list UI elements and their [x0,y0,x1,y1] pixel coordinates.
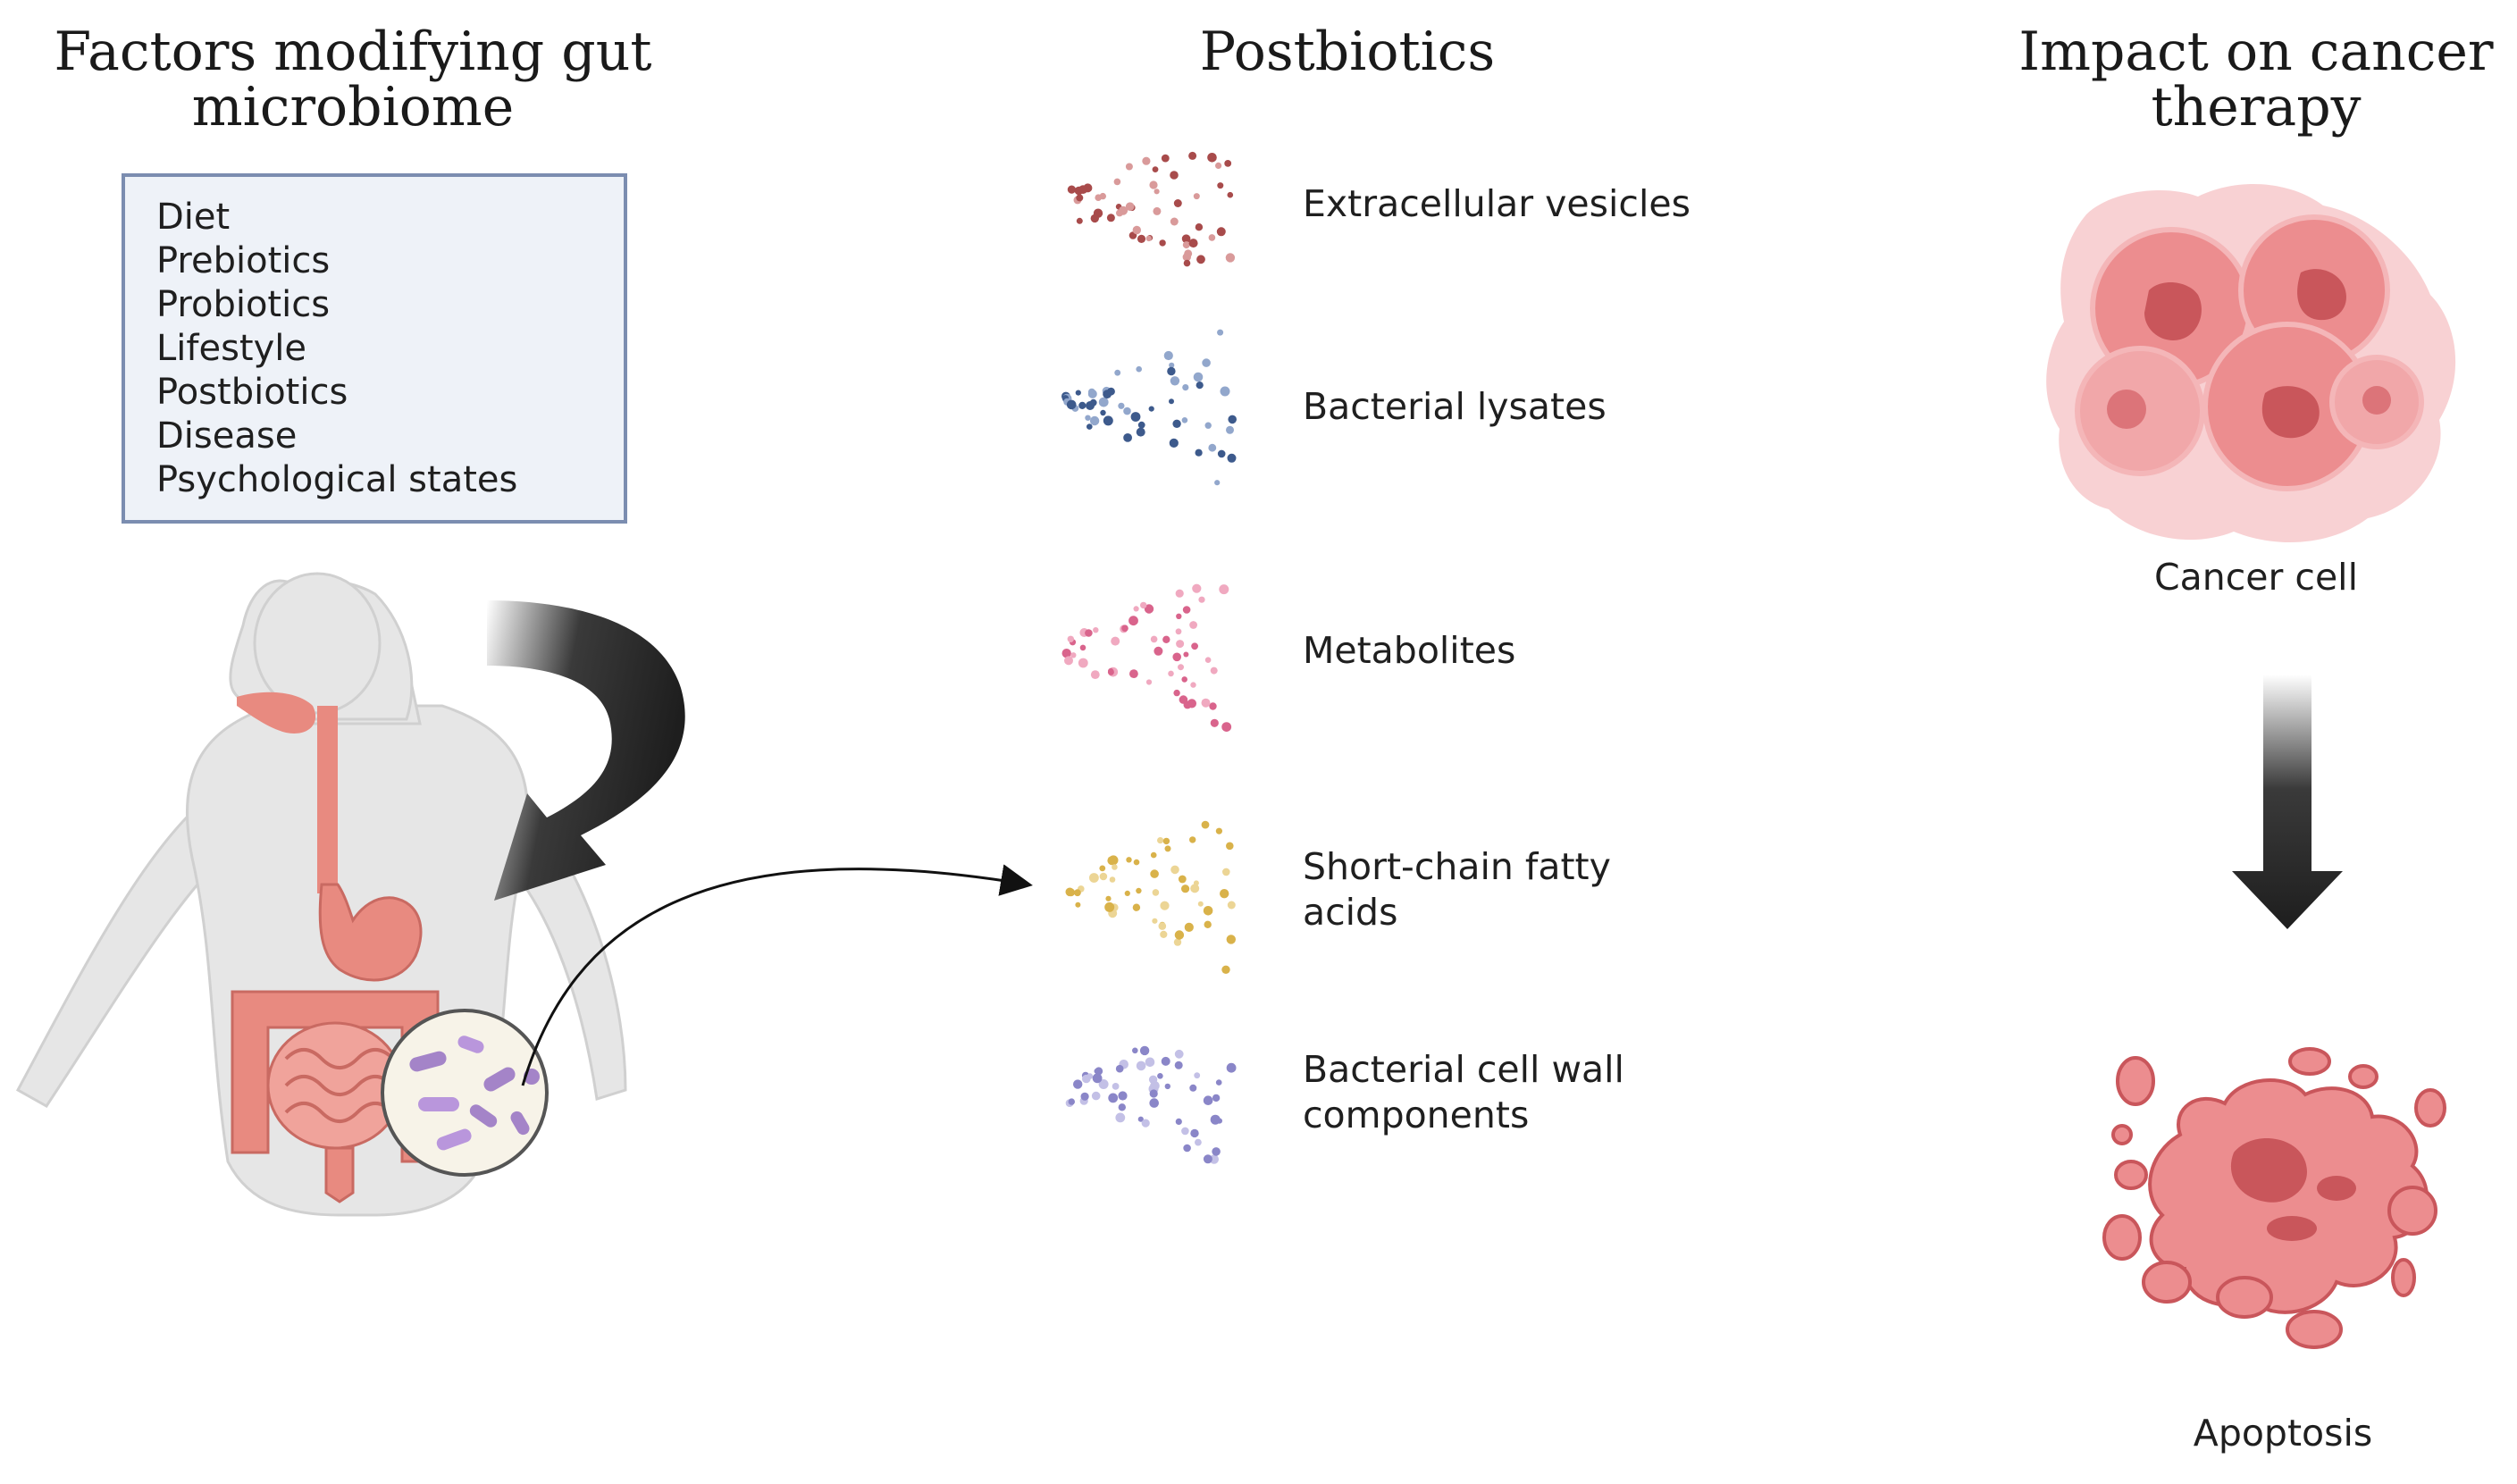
apoptosis-label: Apoptosis [2194,1412,2372,1455]
extracellular-vesicles-label-line: Extracellular vesicles [1303,182,1691,225]
right-title-line-2: therapy [2151,76,2361,138]
bacterial-cell-wall-components-label-line: Bacterial cell wall [1303,1048,1624,1091]
factor-item: Lifestyle [156,328,306,369]
short-chain-fatty-acids-label-line: acids [1303,891,1397,934]
middle-column-title: Postbiotics [1200,21,1495,83]
metabolites-label-line: Metabolites [1303,629,1515,672]
middle-title-line-1: Postbiotics [1200,21,1495,83]
bacterial-cell-wall-components-particle-spray [1065,1045,1237,1164]
apoptotic-cell [2102,1047,2446,1349]
left-title-line-2: microbiome [192,76,515,138]
right-title-line-1: Impact on cancer [2018,21,2494,83]
factors-box: DietPrebioticsProbioticsLifestylePostbio… [122,173,627,524]
short-chain-fatty-acids-particle-spray [1065,820,1237,975]
small-intestine [266,1021,404,1150]
left-title-line-1: Factors modifying gut [55,21,652,83]
bacterial-lysates-label-line: Bacterial lysates [1303,385,1607,428]
cancer-cell-cluster [2046,184,2456,543]
short-chain-fatty-acids-label-line: Short-chain fatty [1303,845,1611,888]
factor-item: Psychological states [156,459,517,500]
right-column-title: Impact on cancer therapy [2018,21,2494,138]
extracellular-vesicles-particle-spray [1067,151,1236,267]
factors-box-frame [122,173,627,524]
factor-item: Prebiotics [156,240,330,281]
left-column-title: Factors modifying gut microbiome [55,21,652,138]
bacterial-cell-wall-components-label-line: components [1303,1094,1529,1136]
bacterial-lysates-particle-spray [1061,329,1237,486]
factor-item: Postbiotics [156,372,348,413]
metabolites-particle-spray [1061,583,1232,732]
gut-bacteria-zoom [381,1009,549,1177]
factor-item: Disease [156,415,297,457]
curved-flow-arrow [487,600,685,901]
postbiotic-extracellular-vesicles: Extracellular vesicles [1067,151,1691,267]
postbiotic-bacterial-lysates: Bacterial lysates [1061,329,1607,486]
connector-arrow [521,864,1033,1086]
cancer-cell-label: Cancer cell [2154,556,2358,599]
factor-item: Probiotics [156,284,330,325]
down-arrow [2232,675,2343,929]
stomach [318,883,423,982]
postbiotic-metabolites: Metabolites [1061,583,1515,732]
factors-list: DietPrebioticsProbioticsLifestylePostbio… [156,197,517,500]
factor-item: Diet [156,197,230,238]
